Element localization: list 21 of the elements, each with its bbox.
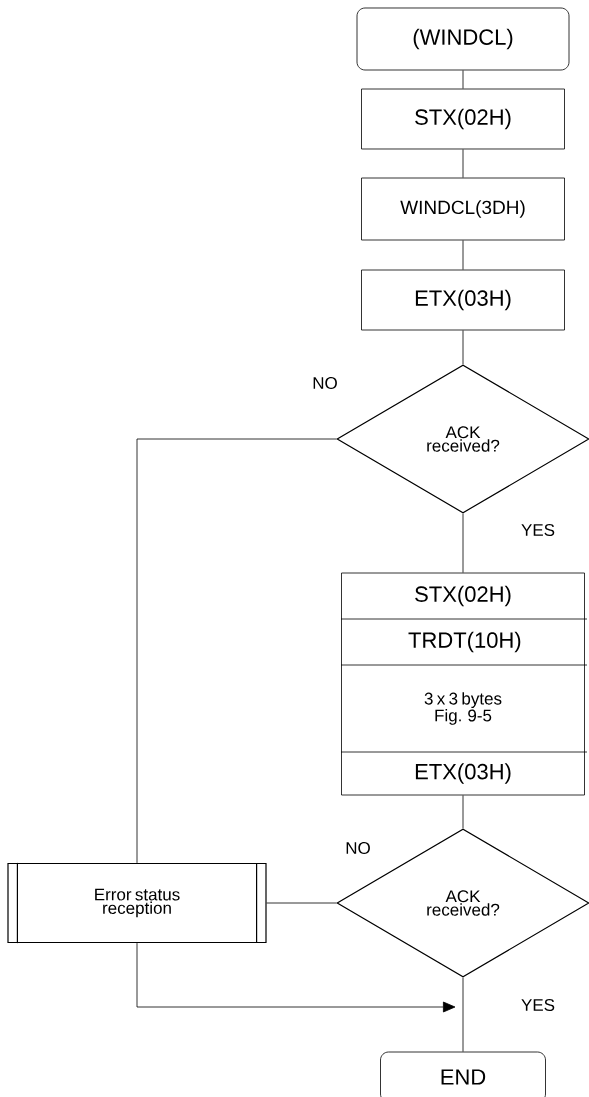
terminal-box: (WINDCL) <box>356 7 570 71</box>
connector <box>136 942 456 1013</box>
process-box: WINDCL(3DH) <box>361 177 565 241</box>
process-box: STX(02H) <box>361 88 565 150</box>
connector <box>462 70 464 89</box>
data-frame-box: STX(02H) TRDT(10H) 3 x 3 bytes Fig. 9-5 ETX(03H) <box>340 572 588 796</box>
terminal-box: END <box>380 1051 546 1097</box>
connector <box>462 513 464 573</box>
predefined-process-box: Error status reception <box>7 862 267 944</box>
edge-label: YES <box>521 524 555 537</box>
connector <box>462 149 464 178</box>
connector <box>462 977 464 1052</box>
process-box: ETX(03H) <box>361 269 565 331</box>
connector <box>266 902 337 904</box>
connector <box>462 330 464 365</box>
connector <box>462 795 464 829</box>
edge-label: NO <box>313 377 337 390</box>
connector <box>136 438 337 864</box>
connector <box>462 240 464 270</box>
edge-label: YES <box>521 999 555 1012</box>
edge-label: NO <box>346 842 370 855</box>
